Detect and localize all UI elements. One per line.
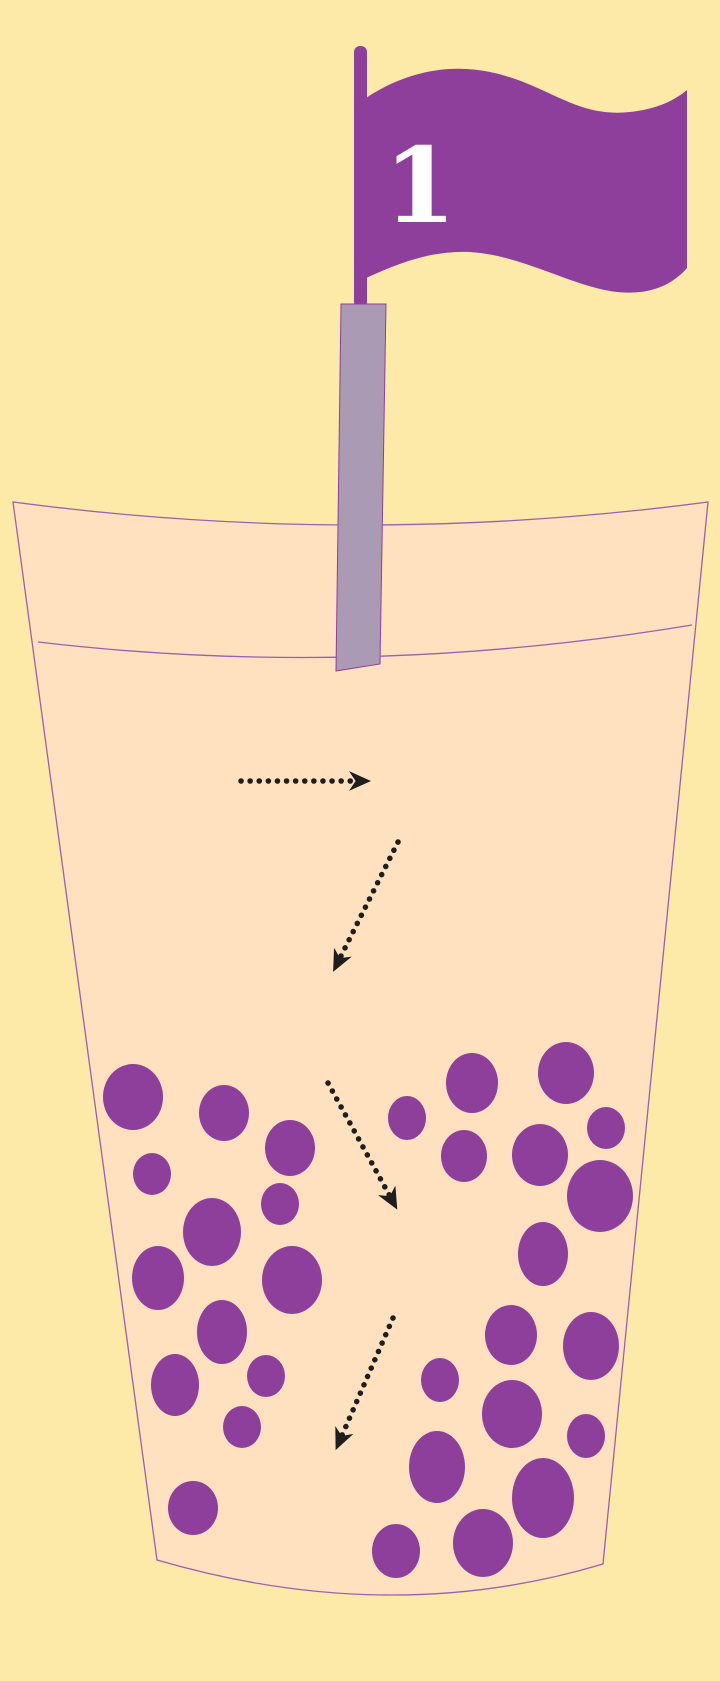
pearl-icon	[199, 1085, 249, 1141]
pearl-icon	[132, 1246, 184, 1310]
pearl-icon	[446, 1053, 498, 1113]
flag-icon: 1	[366, 68, 687, 293]
pearl-icon	[265, 1120, 315, 1176]
flag-number: 1	[384, 124, 456, 247]
pearl-icon	[567, 1414, 605, 1458]
pearl-icon	[223, 1406, 261, 1448]
pearl-icon	[563, 1312, 619, 1380]
pearl-icon	[247, 1355, 285, 1397]
pearl-icon	[409, 1431, 465, 1503]
pearls-group	[103, 1042, 633, 1578]
flag-banner	[366, 68, 687, 293]
arrows-group	[238, 771, 401, 1451]
pearl-icon	[133, 1153, 171, 1195]
pearl-icon	[538, 1042, 594, 1104]
pearl-icon	[512, 1124, 568, 1186]
flag-pole	[354, 46, 367, 308]
pearl-icon	[197, 1300, 247, 1364]
pearl-icon	[103, 1064, 163, 1130]
pearl-icon	[587, 1107, 625, 1149]
pearl-icon	[567, 1160, 633, 1232]
straw-icon	[335, 303, 387, 672]
pearl-icon	[183, 1198, 241, 1266]
pearl-icon	[168, 1481, 218, 1535]
pearl-icon	[482, 1380, 542, 1448]
pearl-icon	[261, 1183, 299, 1225]
pearl-icon	[262, 1246, 322, 1314]
pearl-icon	[151, 1354, 199, 1416]
pearl-icon	[388, 1096, 426, 1140]
pearl-icon	[453, 1509, 513, 1577]
dotted-arrow-icon	[325, 1080, 398, 1210]
pearl-icon	[512, 1458, 574, 1538]
dotted-arrow-icon	[335, 1315, 396, 1451]
pearl-icon	[421, 1358, 459, 1402]
pearl-icon	[518, 1222, 568, 1286]
pearl-icon	[485, 1305, 537, 1365]
dotted-arrow-icon	[333, 839, 401, 972]
pearl-icon	[441, 1130, 487, 1182]
pearl-icon	[372, 1524, 420, 1578]
